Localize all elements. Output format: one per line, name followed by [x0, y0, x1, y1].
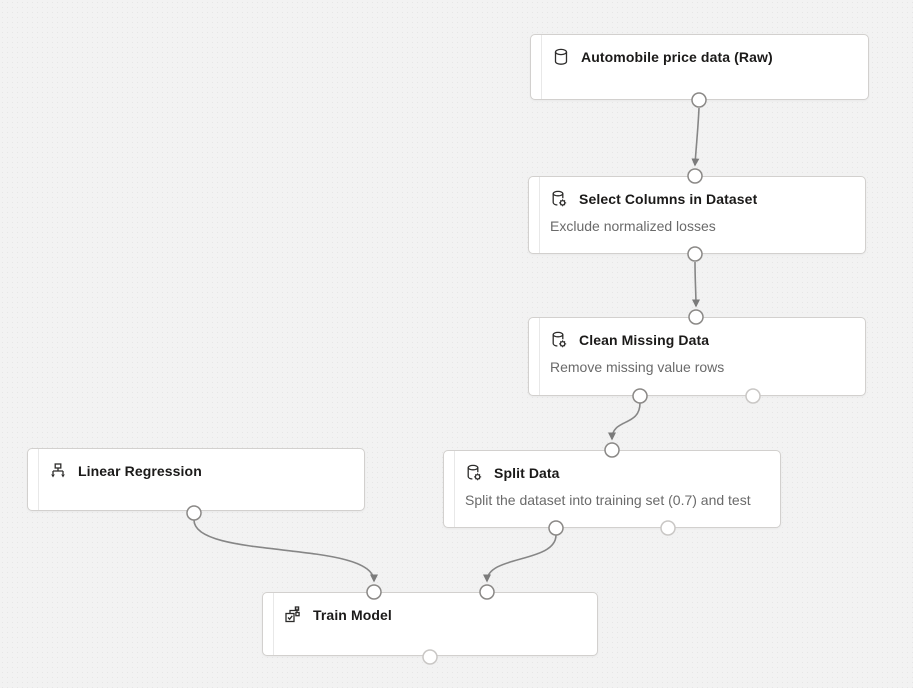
database-gear-icon	[552, 331, 567, 348]
node-clean-missing[interactable]: Clean Missing Data Remove missing value …	[528, 317, 866, 396]
node-dataset[interactable]: Automobile price data (Raw)	[530, 34, 869, 100]
node-train-model[interactable]: Train Model	[262, 592, 598, 656]
train-model-icon	[285, 606, 300, 623]
node-select-columns[interactable]: Select Columns in Dataset Exclude normal…	[528, 176, 866, 254]
edge-dataset-to-select-columns[interactable]	[691, 107, 700, 167]
node-title: Split Data	[494, 465, 560, 481]
node-split-data[interactable]: Split Data Split the dataset into traini…	[443, 450, 781, 528]
node-linear-regression[interactable]: Linear Regression	[27, 448, 365, 511]
edge-select-columns-to-clean-missing[interactable]	[691, 261, 700, 308]
node-subtitle: Exclude normalized losses	[550, 218, 716, 234]
node-title: Automobile price data (Raw)	[581, 49, 773, 65]
node-title: Select Columns in Dataset	[579, 191, 758, 207]
database-gear-icon	[552, 190, 567, 207]
algorithm-icon	[51, 463, 65, 478]
node-title: Clean Missing Data	[579, 332, 710, 348]
node-title: Train Model	[313, 607, 392, 623]
edge-split-data-to-train-model[interactable]	[483, 534, 557, 583]
node-subtitle: Remove missing value rows	[550, 359, 725, 375]
node-subtitle: Split the dataset into training set (0.7…	[465, 492, 751, 508]
edge-clean-missing-to-split-data[interactable]	[608, 402, 641, 441]
node-title: Linear Regression	[78, 463, 202, 479]
edge-linear-regression-to-train-model[interactable]	[193, 519, 378, 583]
database-gear-icon	[467, 464, 482, 481]
database-icon	[554, 48, 568, 65]
